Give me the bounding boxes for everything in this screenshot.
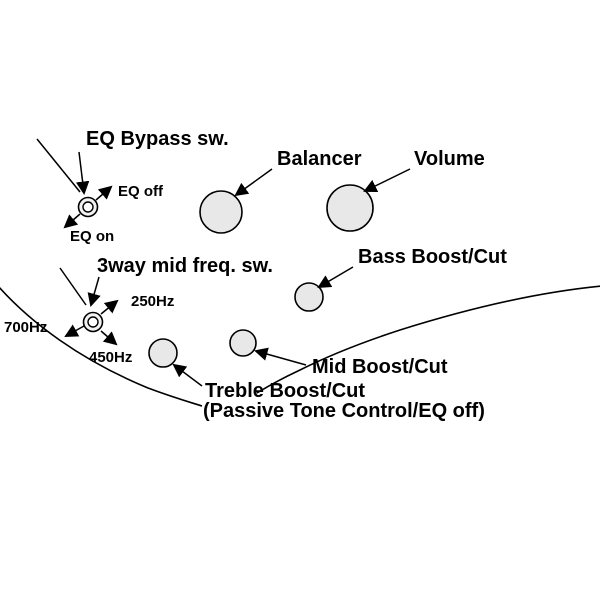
arrow-mid	[254, 347, 307, 366]
label-volume: Volume	[414, 148, 485, 170]
body-contour-left	[0, 286, 203, 407]
label-eq-bypass-switch: EQ Bypass sw.	[86, 128, 229, 150]
label-mid-boost-cut: Mid Boost/Cut	[312, 356, 448, 378]
label-treble-boost-cut: Treble Boost/Cut	[205, 380, 366, 402]
arrow-volume	[363, 168, 411, 193]
arrow-treble	[172, 363, 203, 387]
arrow-eq-on	[63, 213, 81, 229]
arrow-450hz	[100, 330, 118, 346]
body-contour-right	[256, 285, 600, 394]
treble-boost-cut-knob	[148, 338, 178, 368]
volume-knob	[326, 184, 374, 232]
arrow-700hz	[64, 324, 85, 337]
label-3way-mid-freq-sw: 3way mid freq. sw.	[97, 255, 273, 277]
leader-eq-bypass-2	[75, 151, 90, 196]
label-700hz: 700Hz	[4, 319, 48, 336]
3way-mid-freq-switch-cap	[87, 316, 99, 328]
label-passive-note: (Passive Tone Control/EQ off)	[203, 400, 485, 422]
label-eq-on: EQ on	[70, 228, 115, 245]
label-bass-boost-cut: Bass Boost/Cut	[358, 246, 507, 268]
arrow-balancer	[234, 168, 273, 197]
balancer-knob	[199, 190, 243, 234]
label-450hz: 450Hz	[89, 349, 133, 366]
leader-3way-2	[87, 276, 101, 307]
bass-boost-cut-knob	[294, 282, 324, 312]
arrow-eq-off	[95, 185, 113, 201]
arrow-bass	[317, 266, 354, 289]
leader-eq-bypass-1	[36, 138, 81, 193]
eq-bypass-switch-cap	[82, 201, 94, 213]
leader-3way-1	[59, 267, 87, 306]
arrow-250hz	[100, 299, 119, 315]
mid-boost-cut-knob	[229, 329, 257, 357]
label-eq-off: EQ off	[118, 183, 163, 200]
label-250hz: 250Hz	[131, 293, 175, 310]
label-balancer: Balancer	[277, 148, 362, 170]
